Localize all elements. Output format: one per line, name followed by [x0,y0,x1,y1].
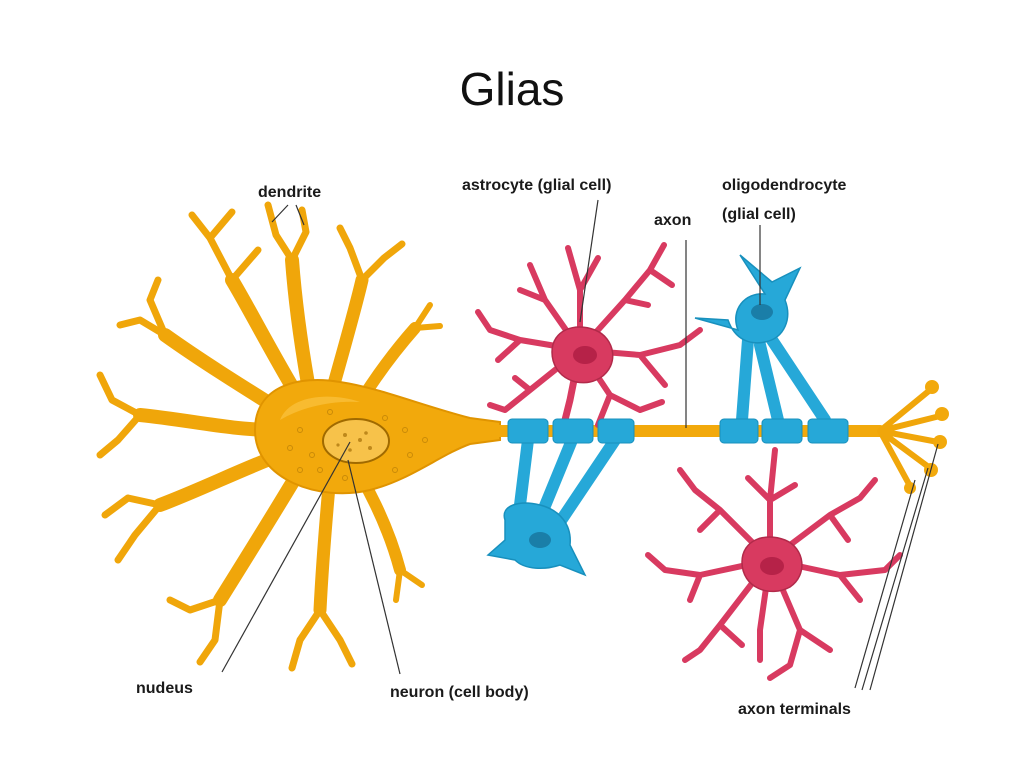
leader-lines [221,199,939,691]
label-axon: axon [654,212,691,229]
oligodendrocyte-right [694,254,849,444]
cytoplasm-granules [287,409,428,481]
label-oligodendrocyte-glial: (glial cell) [722,206,796,223]
label-dendrite: dendrite [258,184,321,201]
myelin-segment [761,418,803,444]
label-astrocyte: astrocyte (glial cell) [462,177,611,194]
neuron [96,201,949,672]
astrocyte-top [475,242,703,428]
myelin-segment [807,418,849,444]
label-oligodendrocyte: oligodendrocyte [722,177,847,194]
label-nucleus: nudeus [136,680,193,697]
astrocyte-bottom [645,447,903,681]
diagram-labels: dendrite astrocyte (glial cell) axon oli… [136,177,851,718]
myelin-segment [597,418,635,444]
myelin-segment [507,418,549,444]
axon-terminals [877,380,949,494]
slide-title: Glias [459,63,565,115]
oligodendrocyte-left [486,418,635,577]
label-neuron-cell-body: neuron (cell body) [390,684,529,701]
myelin-segment [719,418,759,444]
nucleus [322,418,390,464]
myelin-segment [552,418,594,444]
label-axon-terminals: axon terminals [738,701,851,718]
